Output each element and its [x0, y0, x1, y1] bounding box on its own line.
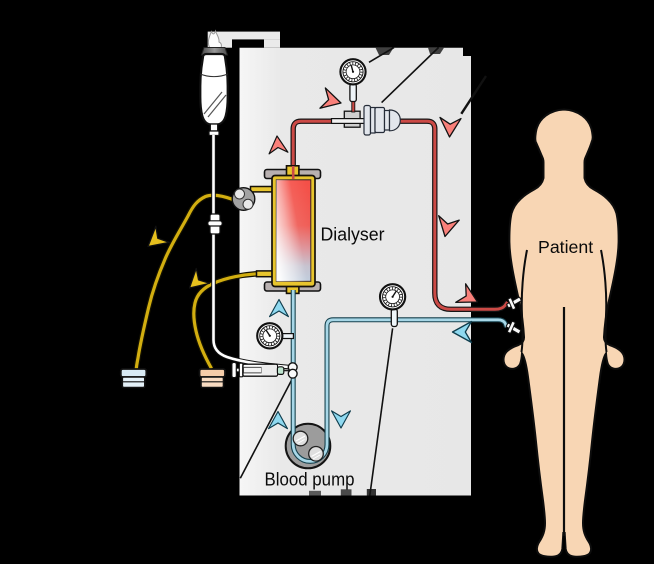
svg-text:Dialyser: Dialyser: [321, 224, 385, 244]
svg-text:Blood pump: Blood pump: [265, 469, 355, 489]
svg-text:Patient: Patient: [538, 237, 593, 257]
